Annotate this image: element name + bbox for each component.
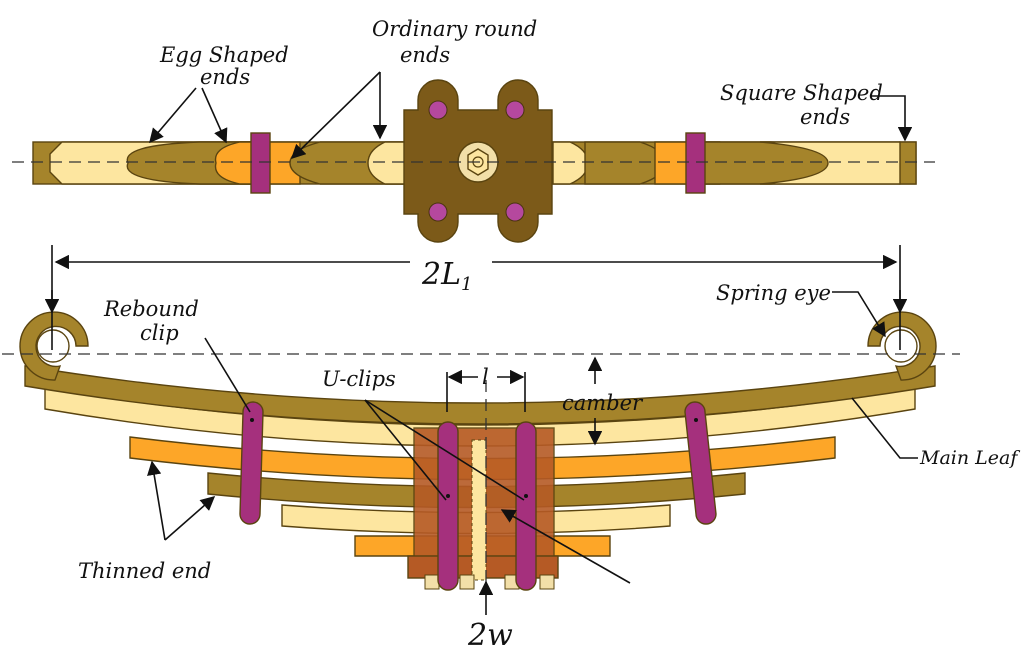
u-clip-nuts: [424, 574, 555, 590]
ordinary-round-ends-label-line1: Ordinary round: [372, 17, 537, 41]
egg-shaped-ends-label-line2: ends: [200, 65, 250, 89]
rebound-clip-left: [239, 401, 264, 525]
top-left-light-leaf: [367, 141, 406, 185]
dimension-lines: [44, 245, 908, 615]
side-view: [2, 311, 960, 591]
top-center-clamp: [403, 79, 553, 243]
thinned-end-label: Thinned end: [78, 559, 211, 583]
rebound-clip-label-line1: Rebound: [103, 297, 199, 321]
rebound-clip-right: [684, 401, 717, 525]
square-shaped-ends-label-line2: ends: [800, 105, 850, 129]
span-label: 2L1: [421, 257, 472, 295]
egg-shaped-ends-label-line1: Egg Shaped: [159, 43, 289, 67]
top-rebound-clip-right: [685, 132, 706, 194]
spring-eye-right: [867, 311, 937, 381]
rebound-clip-label-line2: clip: [140, 321, 179, 345]
main-leaf-label: Main Leaf: [919, 447, 1020, 469]
top-rebound-clip-left: [250, 132, 271, 194]
bolt-hole-icon: [505, 100, 525, 120]
spring-eye-left: [19, 311, 89, 381]
top-view: [12, 79, 935, 243]
top-right-end-cap: [899, 141, 917, 185]
labels: Egg Shaped ends Ordinary round ends Squa…: [78, 17, 1020, 653]
leaf-4: [129, 436, 836, 481]
bolt-hole-icon: [428, 100, 448, 120]
clip-spacing-label: l: [482, 365, 489, 389]
camber-label: camber: [562, 391, 644, 415]
square-shaped-ends-label-line1: Square Shaped: [720, 81, 883, 105]
bolt-hole-icon: [428, 202, 448, 222]
top-right-round-end: [584, 141, 666, 185]
u-clip-right: [515, 421, 537, 591]
center-bolt: [471, 439, 487, 581]
u-clips-label: U-clips: [322, 367, 396, 391]
leader-lines: [147, 71, 918, 584]
ordinary-round-ends-label-line2: ends: [400, 43, 450, 67]
u-clip-left: [437, 421, 459, 591]
top-right-square-end: [759, 141, 909, 185]
spring-eye-label: Spring eye: [716, 281, 831, 305]
bolt-hole-icon: [505, 202, 525, 222]
width-label: 2w: [467, 618, 513, 653]
